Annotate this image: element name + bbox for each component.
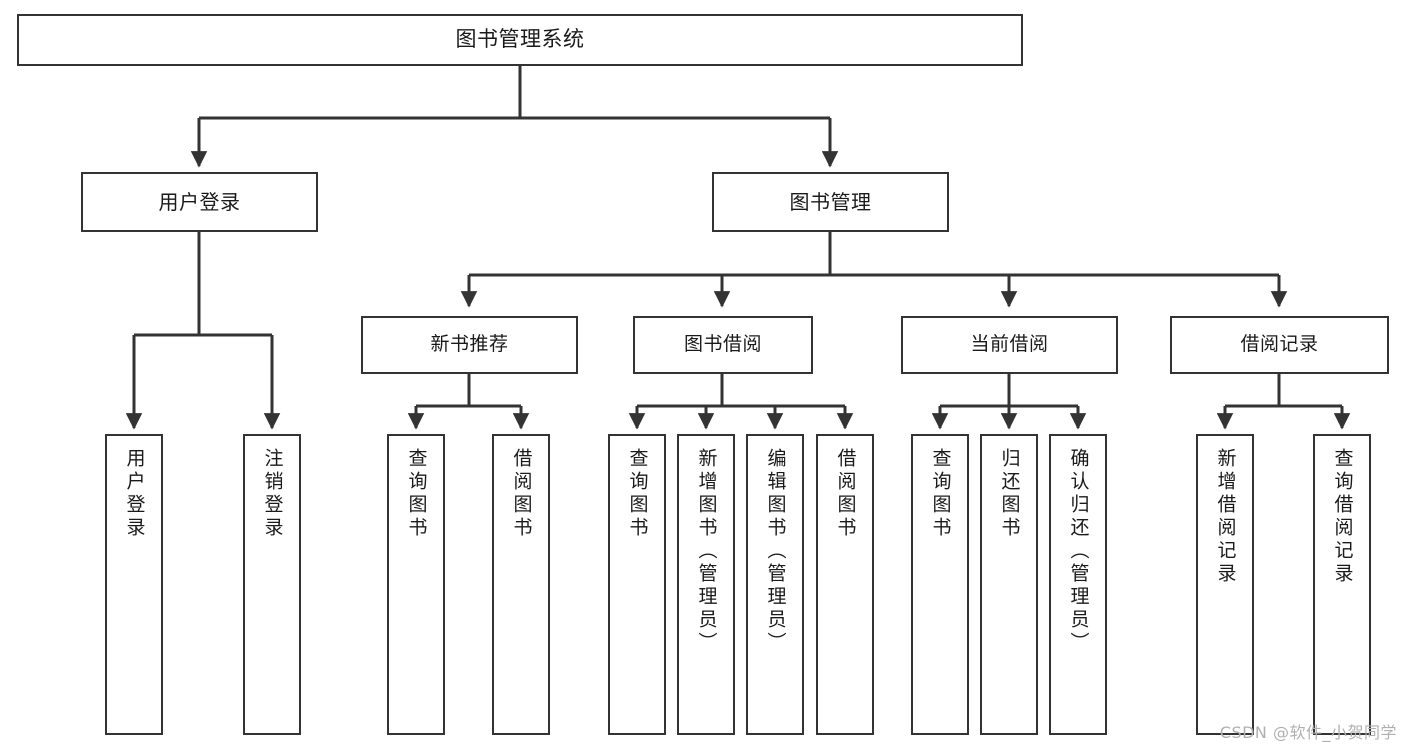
node-new-book-recommend[interactable]: 新书推荐 [361,316,578,374]
leaf-recommend-query-book[interactable]: 查询图书 [387,434,445,735]
watermark: CSDN @软件_小贺同学 [1219,723,1397,742]
leaf-borrow-edit-book[interactable]: 编辑图书（管理员） [746,434,804,735]
leaf-borrow-borrow-book-label: 借阅图书 [834,448,857,540]
leaf-current-return-book-label: 归还图书 [998,448,1021,540]
leaf-recommend-borrow-book-label: 借阅图书 [510,448,533,540]
leaf-current-confirm-return[interactable]: 确认归还（管理员） [1049,434,1107,735]
node-user-login[interactable]: 用户登录 [81,172,318,232]
leaf-borrow-query-book[interactable]: 查询图书 [608,434,666,735]
node-current-borrow[interactable]: 当前借阅 [901,316,1118,374]
leaf-current-confirm-return-label: 确认归还（管理员） [1067,448,1090,655]
leaf-record-query-record-label: 查询借阅记录 [1331,448,1354,586]
node-root-label: 图书管理系统 [455,27,585,52]
node-book-management[interactable]: 图书管理 [712,172,949,232]
node-root[interactable]: 图书管理系统 [17,14,1023,66]
leaf-current-return-book[interactable]: 归还图书 [980,434,1038,735]
leaf-borrow-add-book-label: 新增图书（管理员） [695,448,718,655]
leaf-borrow-add-book[interactable]: 新增图书（管理员） [677,434,735,735]
node-user-login-label: 用户登录 [158,189,241,214]
leaf-borrow-edit-book-label: 编辑图书（管理员） [764,448,787,655]
leaf-current-query-book-label: 查询图书 [929,448,952,540]
node-new-book-recommend-label: 新书推荐 [430,333,509,356]
leaf-record-add-record[interactable]: 新增借阅记录 [1196,434,1254,735]
node-book-management-label: 图书管理 [789,189,872,214]
leaf-record-add-record-label: 新增借阅记录 [1214,448,1237,586]
leaf-borrow-borrow-book[interactable]: 借阅图书 [816,434,874,735]
node-book-borrow[interactable]: 图书借阅 [633,316,813,374]
node-current-borrow-label: 当前借阅 [970,333,1049,356]
node-borrow-record[interactable]: 借阅记录 [1170,316,1389,374]
leaf-user-login-signout-label: 注销登录 [261,448,284,540]
leaf-user-login-signin[interactable]: 用户登录 [105,434,163,735]
leaf-user-login-signout[interactable]: 注销登录 [243,434,301,735]
leaf-record-query-record[interactable]: 查询借阅记录 [1313,434,1371,735]
leaf-user-login-signin-label: 用户登录 [123,448,146,540]
leaf-borrow-query-book-label: 查询图书 [626,448,649,540]
leaf-recommend-query-book-label: 查询图书 [405,448,428,540]
node-book-borrow-label: 图书借阅 [683,333,762,356]
node-borrow-record-label: 借阅记录 [1240,333,1319,356]
leaf-current-query-book[interactable]: 查询图书 [911,434,969,735]
leaf-recommend-borrow-book[interactable]: 借阅图书 [492,434,550,735]
